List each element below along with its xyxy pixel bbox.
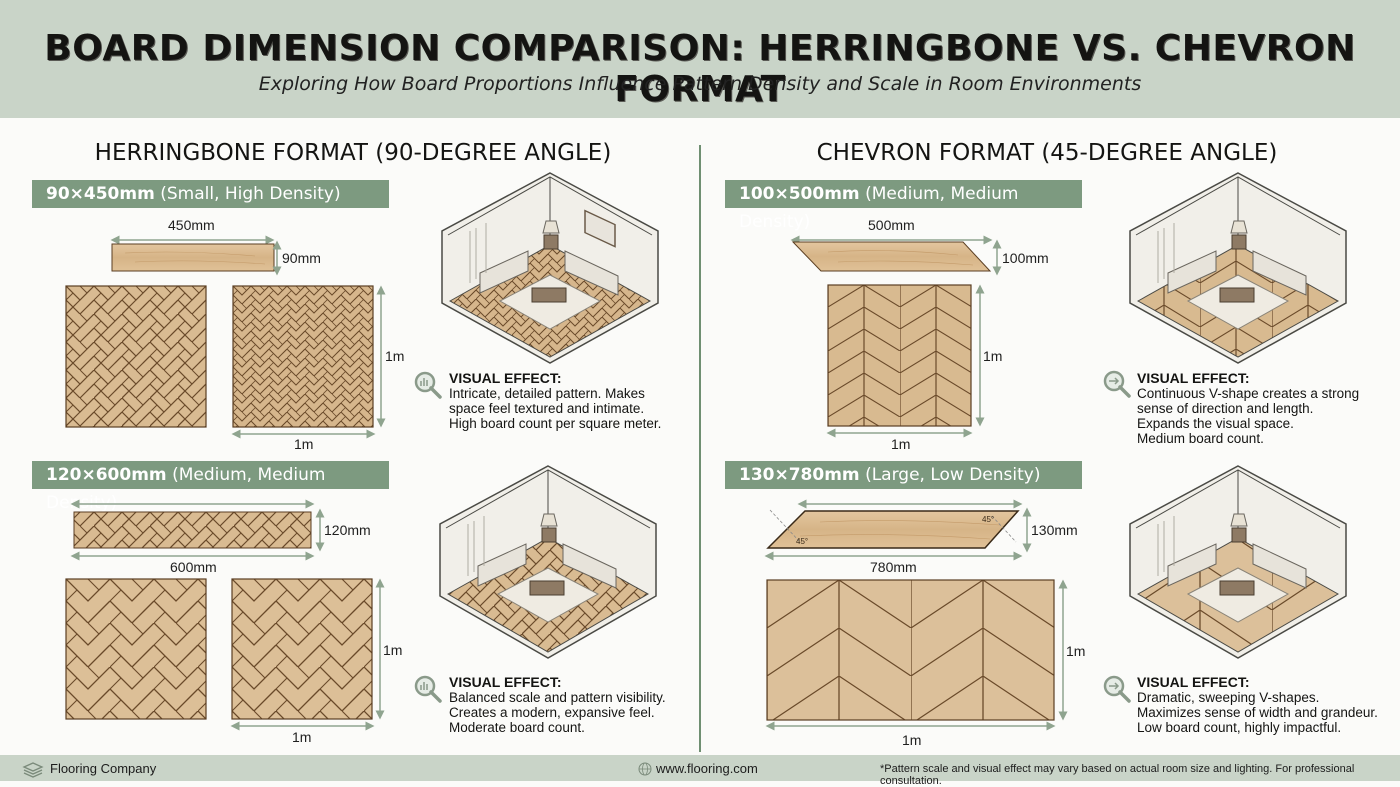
board-width-label: 100mm <box>1002 250 1049 266</box>
herringbone-size-band-1: 90×450mm (Small, High Density) <box>32 180 389 208</box>
sample-width-label: 1m <box>902 732 922 748</box>
visual-effect-line: Creates a modern, expansive feel. <box>449 705 655 720</box>
visual-effect-title: VISUAL EFFECT: <box>449 370 562 386</box>
visual-effect-line: Expands the visual space. <box>1137 416 1294 431</box>
footer: Flooring Company www.flooring.com *Patte… <box>0 755 1400 787</box>
board-length-label: 600mm <box>170 559 217 575</box>
visual-effect-line: High board count per square meter. <box>449 416 662 431</box>
size-label: 120×600mm <box>46 465 167 485</box>
angle-label-right: 45° <box>982 515 994 524</box>
visual-effect-title: VISUAL EFFECT: <box>1137 370 1250 386</box>
board-width-label: 130mm <box>1031 522 1078 538</box>
chevron-size-band-1: 100×500mm (Medium, Medium Density) <box>725 180 1082 232</box>
room-illustration-herringbone-medium <box>439 465 657 659</box>
globe-icon <box>638 762 652 776</box>
width-arrow <box>230 721 375 731</box>
board-diagram-130x780: 45° 45° <box>764 499 1032 561</box>
visual-effect-chevron-2: VISUAL EFFECT: Dramatic, sweeping V-shap… <box>1137 674 1378 736</box>
herringbone-sample-medium-2 <box>231 578 373 720</box>
magnifier-chart-icon <box>414 371 442 399</box>
sample-width-label: 1m <box>292 729 312 745</box>
sample-height-label: 1m <box>1066 643 1086 659</box>
visual-effect-line: Balanced scale and pattern visibility. <box>449 690 666 705</box>
size-descriptor: (Small, High Density) <box>160 184 341 204</box>
visual-effect-herringbone-1: VISUAL EFFECT: Intricate, detailed patte… <box>449 370 662 432</box>
visual-effect-title: VISUAL EFFECT: <box>1137 674 1250 690</box>
visual-effect-title: VISUAL EFFECT: <box>449 674 562 690</box>
sample-height-label: 1m <box>385 348 405 364</box>
column-divider <box>699 145 701 752</box>
visual-effect-line: Maximizes sense of width and grandeur. <box>1137 705 1378 720</box>
visual-effect-line: space feel textured and intimate. <box>449 401 645 416</box>
chevron-title: CHEVRON FORMAT (45-DEGREE ANGLE) <box>816 140 1278 166</box>
herringbone-sample-medium-1 <box>65 578 207 720</box>
board-width-label: 90mm <box>282 250 321 266</box>
visual-effect-line: Intricate, detailed pattern. Makes <box>449 386 645 401</box>
board-diagram-120x600 <box>70 499 325 561</box>
visual-effect-chevron-1: VISUAL EFFECT: Continuous V-shape create… <box>1137 370 1360 447</box>
size-label: 90×450mm <box>46 184 155 204</box>
footer-disclaimer: *Pattern scale and visual effect may var… <box>880 763 1355 787</box>
visual-effect-line: Low board count, highly impactful. <box>1137 720 1342 735</box>
herringbone-sample-large-scale <box>65 285 207 428</box>
room-illustration-chevron-medium <box>1129 172 1347 364</box>
room-illustration-chevron-large <box>1129 465 1347 659</box>
header: BOARD DIMENSION COMPARISON: HERRINGBONE … <box>0 0 1400 118</box>
chevron-sample-large <box>766 579 1055 721</box>
board-length-label: 780mm <box>870 559 917 575</box>
visual-effect-herringbone-2: VISUAL EFFECT: Balanced scale and patter… <box>449 674 666 736</box>
herringbone-sample-dense <box>232 285 374 428</box>
visual-effect-line: Moderate board count. <box>449 720 585 735</box>
width-arrow <box>826 428 973 438</box>
visual-effect-line: Medium board count. <box>1137 431 1264 446</box>
angle-label-left: 45° <box>796 537 808 546</box>
herringbone-title: HERRINGBONE FORMAT (90-DEGREE ANGLE) <box>94 140 612 166</box>
height-arrow <box>975 284 985 427</box>
chevron-sample-medium <box>827 284 972 427</box>
room-illustration-herringbone-small <box>441 172 659 364</box>
magnifier-arrow-icon <box>1103 370 1131 398</box>
chevron-size-band-2: 130×780mm (Large, Low Density) <box>725 461 1082 489</box>
height-arrow <box>375 578 385 720</box>
size-label: 130×780mm <box>739 465 860 485</box>
board-length-label: 450mm <box>168 217 215 233</box>
width-arrow <box>231 429 376 439</box>
board-diagram-90x450 <box>110 235 282 276</box>
board-diagram-100x500 <box>790 235 1002 276</box>
sample-width-label: 1m <box>294 436 314 452</box>
height-arrow <box>1058 579 1068 721</box>
size-descriptor: (Large, Low Density) <box>865 465 1041 485</box>
visual-effect-line: Dramatic, sweeping V-shapes. <box>1137 690 1320 705</box>
page-subtitle: Exploring How Board Proportions Influenc… <box>258 73 1142 95</box>
size-descriptor: (Medium, Medium Density) <box>739 184 1019 232</box>
board-length-label: 500mm <box>868 217 915 233</box>
visual-effect-line: sense of direction and length. <box>1137 401 1314 416</box>
size-label: 100×500mm <box>739 184 860 204</box>
sample-width-label: 1m <box>891 436 911 452</box>
sample-height-label: 1m <box>983 348 1003 364</box>
visual-effect-line: Continuous V-shape creates a strong <box>1137 386 1360 401</box>
herringbone-size-band-2: 120×600mm (Medium, Medium Density) <box>32 461 389 513</box>
page-title: BOARD DIMENSION COMPARISON: HERRINGBONE … <box>44 28 1356 110</box>
magnifier-arrow-icon <box>1103 675 1131 703</box>
footer-website-link[interactable]: www.flooring.com <box>656 761 758 776</box>
layers-logo-icon <box>22 762 44 778</box>
magnifier-chart-icon <box>414 675 442 703</box>
board-width-label: 120mm <box>324 522 371 538</box>
height-arrow <box>376 285 386 428</box>
footer-company: Flooring Company <box>50 761 157 776</box>
sample-height-label: 1m <box>383 642 403 658</box>
width-arrow <box>765 721 1056 731</box>
